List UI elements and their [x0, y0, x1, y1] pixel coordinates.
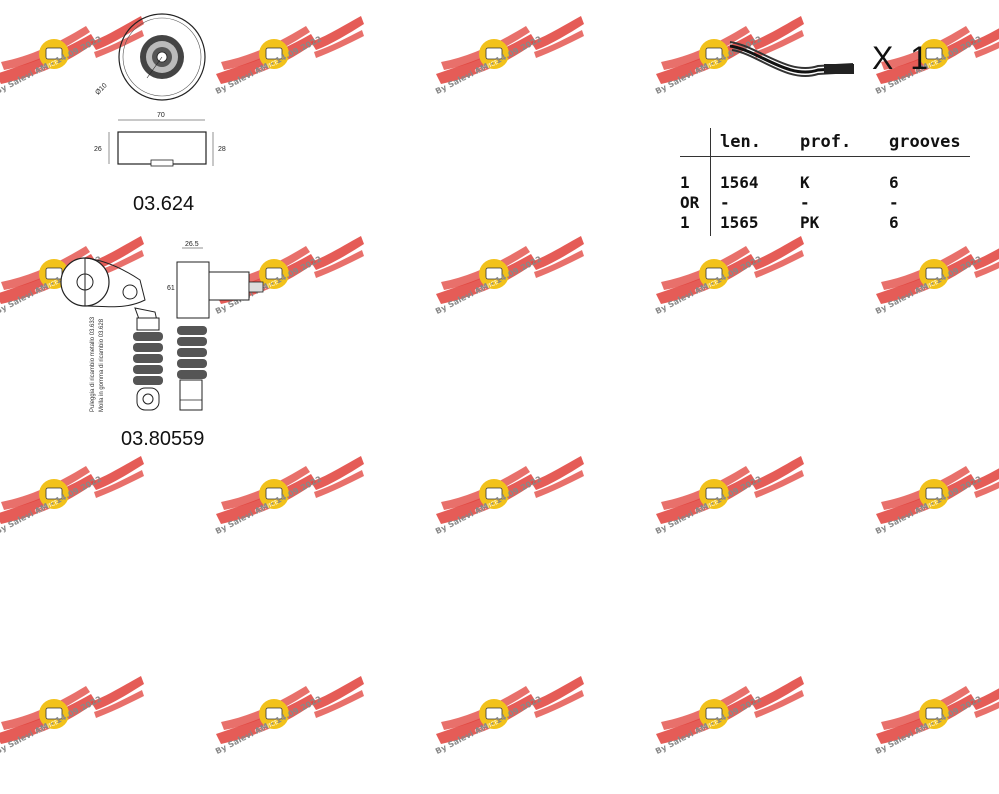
pulley-dim-right: 28 [218, 146, 226, 153]
watermark: SERVICE By Salevi AM - 14.09.2022 [874, 234, 999, 354]
winged-logo-icon: SERVICE [436, 16, 584, 84]
svg-text:SERVICE: SERVICE [254, 59, 280, 76]
winged-logo-icon: SERVICE [656, 236, 804, 304]
row1-grooves: 6 [889, 173, 899, 192]
row2-qty: OR [680, 193, 700, 212]
pulley-dim-diameter: Ø10 [94, 82, 108, 96]
watermark: SERVICE By Salevi AM - 14.09.2022 [654, 234, 806, 354]
winged-logo-icon: SERVICE [0, 456, 144, 524]
winged-logo-icon: SERVICE [876, 466, 999, 524]
svg-text:SERVICE: SERVICE [694, 719, 720, 736]
watermark: SERVICE By Salevi AM - 14.09.2022 [0, 454, 146, 574]
svg-text:SERVICE: SERVICE [694, 59, 720, 76]
svg-text:SERVICE: SERVICE [474, 279, 500, 296]
watermark: SERVICE By Salevi AM - 14.09.2022 [214, 674, 366, 794]
svg-text:SERVICE: SERVICE [474, 59, 500, 76]
winged-logo-icon: SERVICE [656, 456, 804, 524]
svg-text:SERVICE: SERVICE [34, 719, 60, 736]
svg-text:SERVICE: SERVICE [914, 719, 940, 736]
pulley-drawing: Ø10 70 26 28 [94, 13, 226, 167]
watermark: SERVICE By Salevi AM - 14.09.2022 [214, 454, 366, 574]
tensioner-dim-side: 61 [167, 285, 175, 292]
svg-text:SERVICE: SERVICE [474, 499, 500, 516]
row1-qty: 1 [680, 173, 690, 192]
watermark: SERVICE By Salevi AM - 14.09.2022 [434, 14, 586, 134]
svg-text:SERVICE: SERVICE [694, 499, 720, 516]
winged-logo-icon: SERVICE [216, 456, 364, 524]
winged-logo-icon: SERVICE [656, 676, 804, 744]
winged-logo-icon: SERVICE [876, 686, 999, 744]
pulley-code: 03.624 [133, 193, 195, 215]
winged-logo-icon: SERVICE [876, 246, 999, 304]
watermark: SERVICE By Salevi AM - 14.09.2022 [874, 674, 999, 794]
svg-text:SERVICE: SERVICE [914, 499, 940, 516]
tensioner-note-2: Molla in gomma di ricambio 03.628 [99, 318, 105, 412]
ribbed-belt-icon [729, 41, 854, 77]
tensioner-dim-top: 26.5 [185, 241, 199, 248]
row1-len: 1564 [720, 173, 759, 192]
winged-logo-icon: SERVICE [436, 676, 584, 744]
watermark: SERVICE By Salevi AM - 14.09.2022 [434, 674, 586, 794]
watermark: SERVICE By Salevi AM - 14.09.2022 [874, 454, 999, 574]
winged-logo-icon: SERVICE [0, 676, 144, 744]
svg-text:SERVICE: SERVICE [254, 719, 280, 736]
header-len: len. [720, 132, 761, 152]
svg-text:SERVICE: SERVICE [474, 719, 500, 736]
tensioner-note-1: Puleggia di ricambio metallo 03.633 [90, 316, 96, 412]
header-prof: prof. [800, 132, 852, 152]
watermark: SERVICE By Salevi AM - 14.09.2022 [434, 454, 586, 574]
svg-text:SERVICE: SERVICE [34, 59, 60, 76]
svg-text:SERVICE: SERVICE [254, 499, 280, 516]
row3-grooves: 6 [889, 213, 899, 232]
row2-prof: - [800, 193, 810, 212]
row3-len: 1565 [720, 213, 759, 232]
svg-text:SERVICE: SERVICE [914, 279, 940, 296]
table-header-divider [680, 156, 970, 157]
winged-logo-icon: SERVICE [436, 236, 584, 304]
belt-spec-table: len. prof. grooves 1 1564 K 6 OR - - - 1… [680, 128, 970, 236]
tensioner-drawing: 26.5 61 [60, 241, 264, 411]
belt-quantity: X 1 [872, 40, 933, 76]
pulley-dim-width: 70 [157, 112, 165, 119]
row3-qty: 1 [680, 213, 690, 232]
watermark: SERVICE By Salevi AM - 14.09.2022 [0, 674, 146, 794]
watermark: SERVICE By Salevi AM - 14.09.2022 [654, 674, 806, 794]
svg-text:SERVICE: SERVICE [34, 499, 60, 516]
row2-grooves: - [889, 193, 899, 212]
header-grooves: grooves [889, 132, 961, 152]
watermark: SERVICE By Salevi AM - 14.09.2022 [654, 454, 806, 574]
row1-prof: K [800, 173, 810, 192]
tensioner-code: 03.80559 [121, 428, 205, 450]
winged-logo-icon: SERVICE [436, 456, 584, 524]
winged-logo-icon: SERVICE [216, 676, 364, 744]
svg-text:SERVICE: SERVICE [694, 279, 720, 296]
pulley-dim-left: 26 [94, 146, 102, 153]
row2-len: - [720, 193, 730, 212]
watermark: SERVICE By Salevi AM - 14.09.2022 [434, 234, 586, 354]
row3-prof: PK [800, 213, 820, 232]
table-column-divider [710, 128, 711, 236]
